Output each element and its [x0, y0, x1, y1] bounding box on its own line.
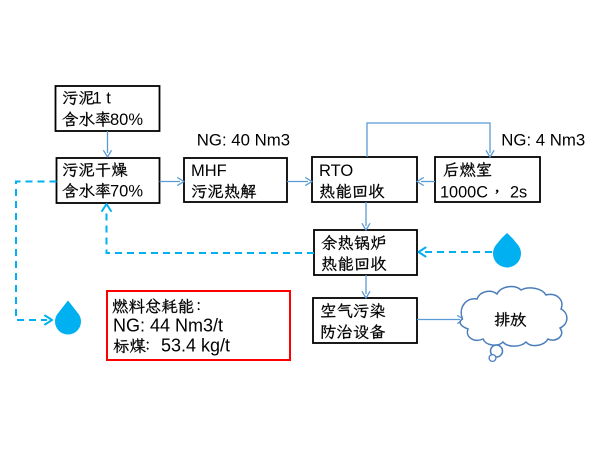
svg-text:MHF: MHF: [191, 162, 227, 180]
svg-text:70%: 70%: [110, 183, 143, 201]
svg-text:NG: 4 Nm3: NG: 4 Nm3: [501, 130, 585, 149]
svg-text:NG: 44 Nm3/t: NG: 44 Nm3/t: [113, 316, 223, 336]
svg-text:1000C: 1000C: [440, 184, 488, 202]
svg-text:53.4 kg/t: 53.4 kg/t: [161, 336, 230, 356]
svg-text:2s: 2s: [510, 184, 527, 202]
svg-text:NG: 40 Nm3: NG: 40 Nm3: [197, 130, 290, 149]
svg-text:80%: 80%: [110, 111, 143, 129]
svg-text:RTO: RTO: [319, 162, 353, 180]
svg-text:1 t: 1 t: [93, 90, 112, 108]
